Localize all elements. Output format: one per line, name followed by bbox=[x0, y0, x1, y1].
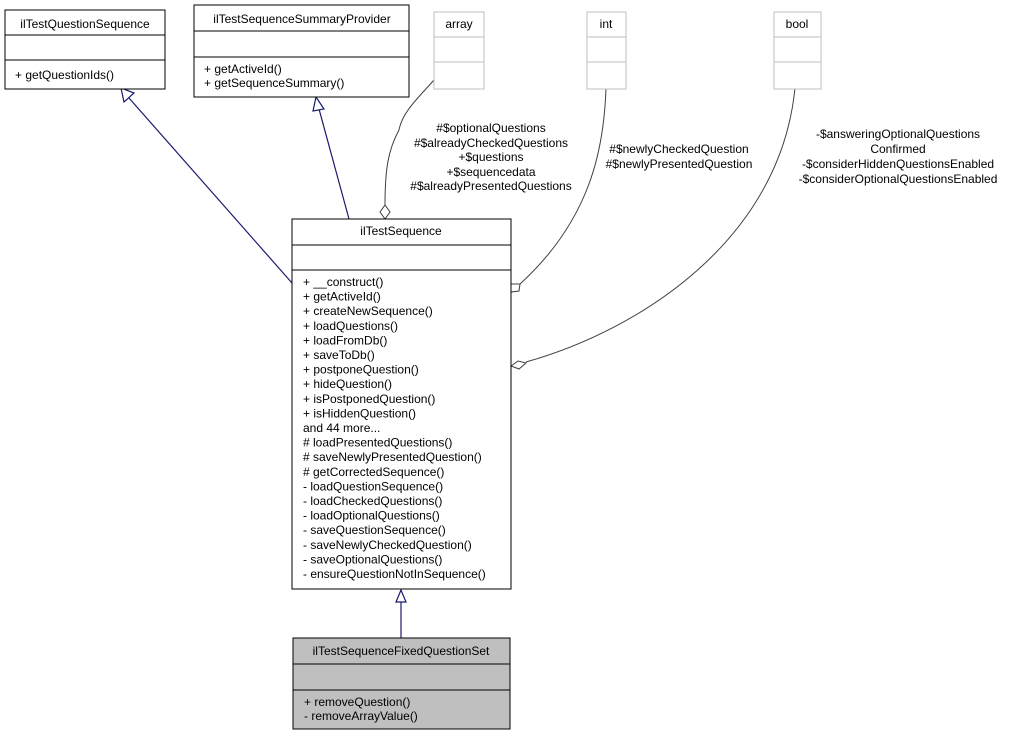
diamond-array bbox=[379, 204, 391, 220]
method-item: + __construct() bbox=[303, 275, 383, 289]
method-item: + getActiveId() bbox=[204, 62, 282, 76]
method-item: + getQuestionIds() bbox=[15, 68, 114, 82]
edge-assoc-int bbox=[519, 87, 607, 285]
label-array-members: #$optionalQuestions #$alreadyCheckedQues… bbox=[410, 121, 571, 193]
edge-assoc-array bbox=[384, 79, 435, 206]
method-item: - removeArrayValue() bbox=[304, 709, 418, 723]
method-item: + loadQuestions() bbox=[303, 319, 398, 333]
method-item: # saveNewlyPresentedQuestion() bbox=[303, 450, 482, 464]
member-label: #$alreadyCheckedQuestions bbox=[414, 136, 568, 150]
member-label: #$optionalQuestions bbox=[436, 121, 545, 135]
member-label: -$considerHiddenQuestionsEnabled bbox=[802, 157, 994, 171]
method-item: - loadOptionalQuestions() bbox=[303, 509, 440, 523]
method-item: + removeQuestion() bbox=[304, 695, 410, 709]
diamond-bool bbox=[509, 360, 528, 370]
method-item: # getCorrectedSequence() bbox=[303, 465, 444, 479]
method-item: + saveToDb() bbox=[303, 348, 375, 362]
primitive-bool[interactable]: bool bbox=[773, 11, 822, 90]
method-item: + isPostponedQuestion() bbox=[303, 392, 435, 406]
member-label: +$questions bbox=[458, 150, 523, 164]
class-il-test-sequence[interactable]: ilTestSequence + __construct()+ getActiv… bbox=[291, 218, 512, 590]
primitive-name: int bbox=[600, 17, 613, 31]
arrowhead-summary-provider bbox=[312, 95, 326, 112]
class-il-test-question-sequence[interactable]: ilTestQuestionSequence + getQuestionIds(… bbox=[4, 9, 166, 90]
method-item: - saveNewlyCheckedQuestion() bbox=[303, 538, 472, 552]
class-il-test-sequence-fixed-question-set[interactable]: ilTestSequenceFixedQuestionSet + removeQ… bbox=[292, 637, 511, 730]
class-name: ilTestSequence bbox=[360, 224, 442, 238]
class-il-test-sequence-summary-provider[interactable]: ilTestSequenceSummaryProvider + getActiv… bbox=[193, 4, 410, 98]
method-item: # loadPresentedQuestions() bbox=[303, 436, 452, 450]
primitive-name: array bbox=[445, 17, 472, 31]
class-name: ilTestSequenceSummaryProvider bbox=[213, 12, 390, 26]
method-item: - saveOptionalQuestions() bbox=[303, 552, 442, 566]
edge-inherit-question-sequence bbox=[128, 97, 293, 284]
method-item: - loadCheckedQuestions() bbox=[303, 494, 442, 508]
method-item: + getActiveId() bbox=[303, 290, 381, 304]
label-int-members: #$newlyCheckedQuestion #$newlyPresentedQ… bbox=[606, 142, 753, 171]
method-item: + hideQuestion() bbox=[303, 377, 392, 391]
label-bool-members: -$answeringOptionalQuestions Confirmed -… bbox=[799, 127, 998, 186]
edge-inherit-summary-provider bbox=[318, 108, 350, 220]
method-item: + postponeQuestion() bbox=[303, 363, 419, 377]
method-item: + getSequenceSummary() bbox=[204, 76, 344, 90]
arrowhead-test-sequence bbox=[395, 588, 407, 603]
method-item: + isHiddenQuestion() bbox=[303, 406, 416, 420]
member-label: -$considerOptionalQuestionsEnabled bbox=[799, 172, 998, 186]
edge-assoc-bool bbox=[525, 87, 796, 363]
method-item: - saveQuestionSequence() bbox=[303, 523, 446, 537]
member-label: -$answeringOptionalQuestions bbox=[816, 127, 980, 141]
member-label: #$newlyPresentedQuestion bbox=[606, 157, 753, 171]
method-item: + loadFromDb() bbox=[303, 333, 387, 347]
member-label: #$newlyCheckedQuestion bbox=[609, 142, 748, 156]
diamond-int bbox=[510, 283, 521, 293]
method-item: - ensureQuestionNotInSequence() bbox=[303, 567, 486, 581]
method-item: and 44 more... bbox=[303, 421, 380, 435]
class-name: ilTestSequenceFixedQuestionSet bbox=[313, 644, 490, 658]
method-item: + createNewSequence() bbox=[303, 304, 433, 318]
primitive-array[interactable]: array bbox=[433, 11, 485, 90]
class-name: ilTestQuestionSequence bbox=[20, 17, 150, 31]
primitive-name: bool bbox=[786, 17, 809, 31]
member-label: #$alreadyPresentedQuestions bbox=[410, 179, 571, 193]
method-list: + __construct()+ getActiveId()+ createNe… bbox=[303, 275, 486, 581]
member-label: +$sequencedata bbox=[446, 165, 535, 179]
member-label: Confirmed bbox=[870, 142, 925, 156]
primitive-int[interactable]: int bbox=[586, 11, 627, 90]
arrowhead-question-sequence bbox=[120, 87, 136, 104]
method-item: - loadQuestionSequence() bbox=[303, 479, 443, 493]
